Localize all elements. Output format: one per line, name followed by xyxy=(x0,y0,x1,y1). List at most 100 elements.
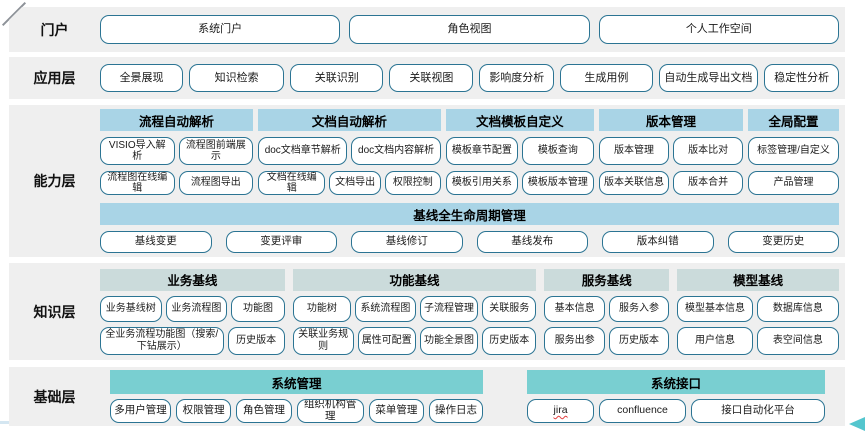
group-header: 服务基线 xyxy=(544,268,670,291)
diagram-box: 数据库信息 xyxy=(756,295,839,322)
diagram-box: 影响度分析 xyxy=(479,64,555,92)
layer-label-portal: 门户 xyxy=(40,21,69,38)
layer-band-portal: 门户 系统门户角色视图个人工作空间 xyxy=(9,7,845,52)
knowledge-content: 业务基线业务基线树业务流程图功能图全业务流程功能图（搜索/下钻展示）历史版本功能… xyxy=(100,263,845,360)
bottom-left-accent-line xyxy=(0,421,9,424)
group-header: 文档自动解析 xyxy=(258,109,441,131)
diagram-box: 服务入参 xyxy=(608,295,670,322)
diagram-box: 变更历史 xyxy=(727,231,839,253)
diagram-box: 子流程管理 xyxy=(419,295,479,322)
group-header: 业务基线 xyxy=(100,268,285,291)
layer-label-knowledge: 知识层 xyxy=(33,303,76,320)
diagram-box: 多用户管理 xyxy=(110,399,171,423)
diagram-box: 流程图前端展示 xyxy=(178,137,254,165)
diagram-box: 稳定性分析 xyxy=(764,64,840,92)
button-row: VISIO导入解析流程图前端展示 xyxy=(100,137,254,165)
diagram-box: 模板查询 xyxy=(521,137,594,165)
left-arrow-icon xyxy=(849,417,865,431)
diagram-box: 知识检索 xyxy=(189,64,285,92)
diagram-box: 模板版本管理 xyxy=(521,171,594,195)
diagram-box: 表空间信息 xyxy=(756,326,839,355)
diagram-box: 菜单管理 xyxy=(368,399,425,423)
group-模型基线: 模型基线模型基本信息数据库信息用户信息表空间信息 xyxy=(677,268,839,355)
diagram-box: 文档导出 xyxy=(329,171,381,195)
button-row: 关联业务规则属性可配置功能全景图历史版本 xyxy=(292,326,537,355)
diagram-box: 操作日志 xyxy=(429,399,483,423)
button-row: 多用户管理权限管理角色管理组织机构管理菜单管理操作日志 xyxy=(110,399,483,423)
group-header: 模型基线 xyxy=(677,268,839,291)
group-header: 系统管理 xyxy=(110,370,483,394)
diagram-box: 系统流程图 xyxy=(355,295,416,322)
diagram-box: 标签管理/自定义 xyxy=(748,137,839,165)
diagram-box: 流程图在线编辑 xyxy=(100,171,175,195)
group-系统管理: 系统管理多用户管理权限管理角色管理组织机构管理菜单管理操作日志 xyxy=(110,370,483,423)
button-row: 文档在线编辑文档导出权限控制 xyxy=(258,171,441,195)
button-row: 全业务流程功能图（搜索/下钻展示）历史版本 xyxy=(100,326,285,355)
diagram-box: 版本合并 xyxy=(673,171,744,195)
group-服务基线: 服务基线基本信息服务入参服务出参历史版本 xyxy=(544,268,670,355)
diagram-box: 系统门户 xyxy=(100,15,341,44)
application-content: 全景展现知识检索关联识别关联视图影响度分析生成用例自动生成导出文档稳定性分析 xyxy=(100,57,845,99)
button-row: 基线变更变更评审基线修订基线发布版本纠错变更历史 xyxy=(100,231,839,253)
group-header: 文档模板自定义 xyxy=(445,109,594,131)
button-row: 标签管理/自定义 xyxy=(748,137,839,165)
diagram-box: 产品管理 xyxy=(748,171,839,195)
group-header: 全局配置 xyxy=(748,109,839,131)
diagram-box: jira xyxy=(527,399,595,423)
layer-band-application: 应用层 全景展现知识检索关联识别关联视图影响度分析生成用例自动生成导出文档稳定性… xyxy=(9,57,845,99)
diagram-box: 版本关联信息 xyxy=(598,171,670,195)
diagram-box: 组织机构管理 xyxy=(296,399,364,423)
diagram-box: 功能图 xyxy=(231,295,285,322)
group-功能基线: 功能基线功能树系统流程图子流程管理关联服务关联业务规则属性可配置功能全景图历史版… xyxy=(292,268,537,355)
diagram-box: 基本信息 xyxy=(544,295,605,322)
diagram-box: 权限管理 xyxy=(176,399,232,423)
button-row: 版本关联信息版本合并 xyxy=(598,171,744,195)
diagram-box: 模板章节配置 xyxy=(445,137,518,165)
layer-band-knowledge: 知识层 业务基线业务基线树业务流程图功能图全业务流程功能图（搜索/下钻展示）历史… xyxy=(9,263,845,360)
diagram-box: 角色视图 xyxy=(349,15,590,44)
diagram-box: 关联识别 xyxy=(290,64,384,92)
group-header: 功能基线 xyxy=(292,268,537,291)
layer-label-application: 应用层 xyxy=(33,70,76,86)
button-row: 版本管理版本比对 xyxy=(598,137,744,165)
diagram-box: 流程图导出 xyxy=(178,171,254,195)
button-row: 基本信息服务入参 xyxy=(544,295,670,322)
button-row: 流程图在线编辑流程图导出 xyxy=(100,171,254,195)
button-row: 用户信息表空间信息 xyxy=(677,326,839,355)
diagram-box: 模板引用关系 xyxy=(445,171,518,195)
group-header: 流程自动解析 xyxy=(100,109,254,131)
diagram-box: 接口自动化平台 xyxy=(690,399,826,423)
diagram-box: 全业务流程功能图（搜索/下钻展示） xyxy=(100,326,224,355)
group-版本管理: 版本管理版本管理版本比对版本关联信息版本合并 xyxy=(598,109,744,195)
button-row: 业务基线树业务流程图功能图 xyxy=(100,295,285,322)
button-row: 模板引用关系模板版本管理 xyxy=(445,171,594,195)
diagram-box: 文档在线编辑 xyxy=(258,171,326,195)
diagram-box: 角色管理 xyxy=(236,399,292,423)
diagram-box: 个人工作空间 xyxy=(598,15,839,44)
layer-label-foundation: 基础层 xyxy=(33,388,76,405)
diagram-box: 基线修订 xyxy=(351,231,463,253)
diagram-box: doc文档章节解析 xyxy=(258,137,348,165)
diagram-box: 基线变更 xyxy=(100,231,212,253)
diagram-box: 全景展现 xyxy=(100,64,184,92)
diagram-box: 功能树 xyxy=(292,295,352,322)
button-row: 功能树系统流程图子流程管理关联服务 xyxy=(292,295,537,322)
portal-content: 系统门户角色视图个人工作空间 xyxy=(100,7,845,52)
diagram-box: VISIO导入解析 xyxy=(100,137,175,165)
diagram-box: 基线发布 xyxy=(476,231,588,253)
button-row: 模型基本信息数据库信息 xyxy=(677,295,839,322)
diagram-box: 用户信息 xyxy=(677,326,753,355)
group-header: 版本管理 xyxy=(598,109,744,131)
group-文档模板自定义: 文档模板自定义模板章节配置模板查询模板引用关系模板版本管理 xyxy=(445,109,594,195)
diagram-box: 权限控制 xyxy=(384,171,441,195)
